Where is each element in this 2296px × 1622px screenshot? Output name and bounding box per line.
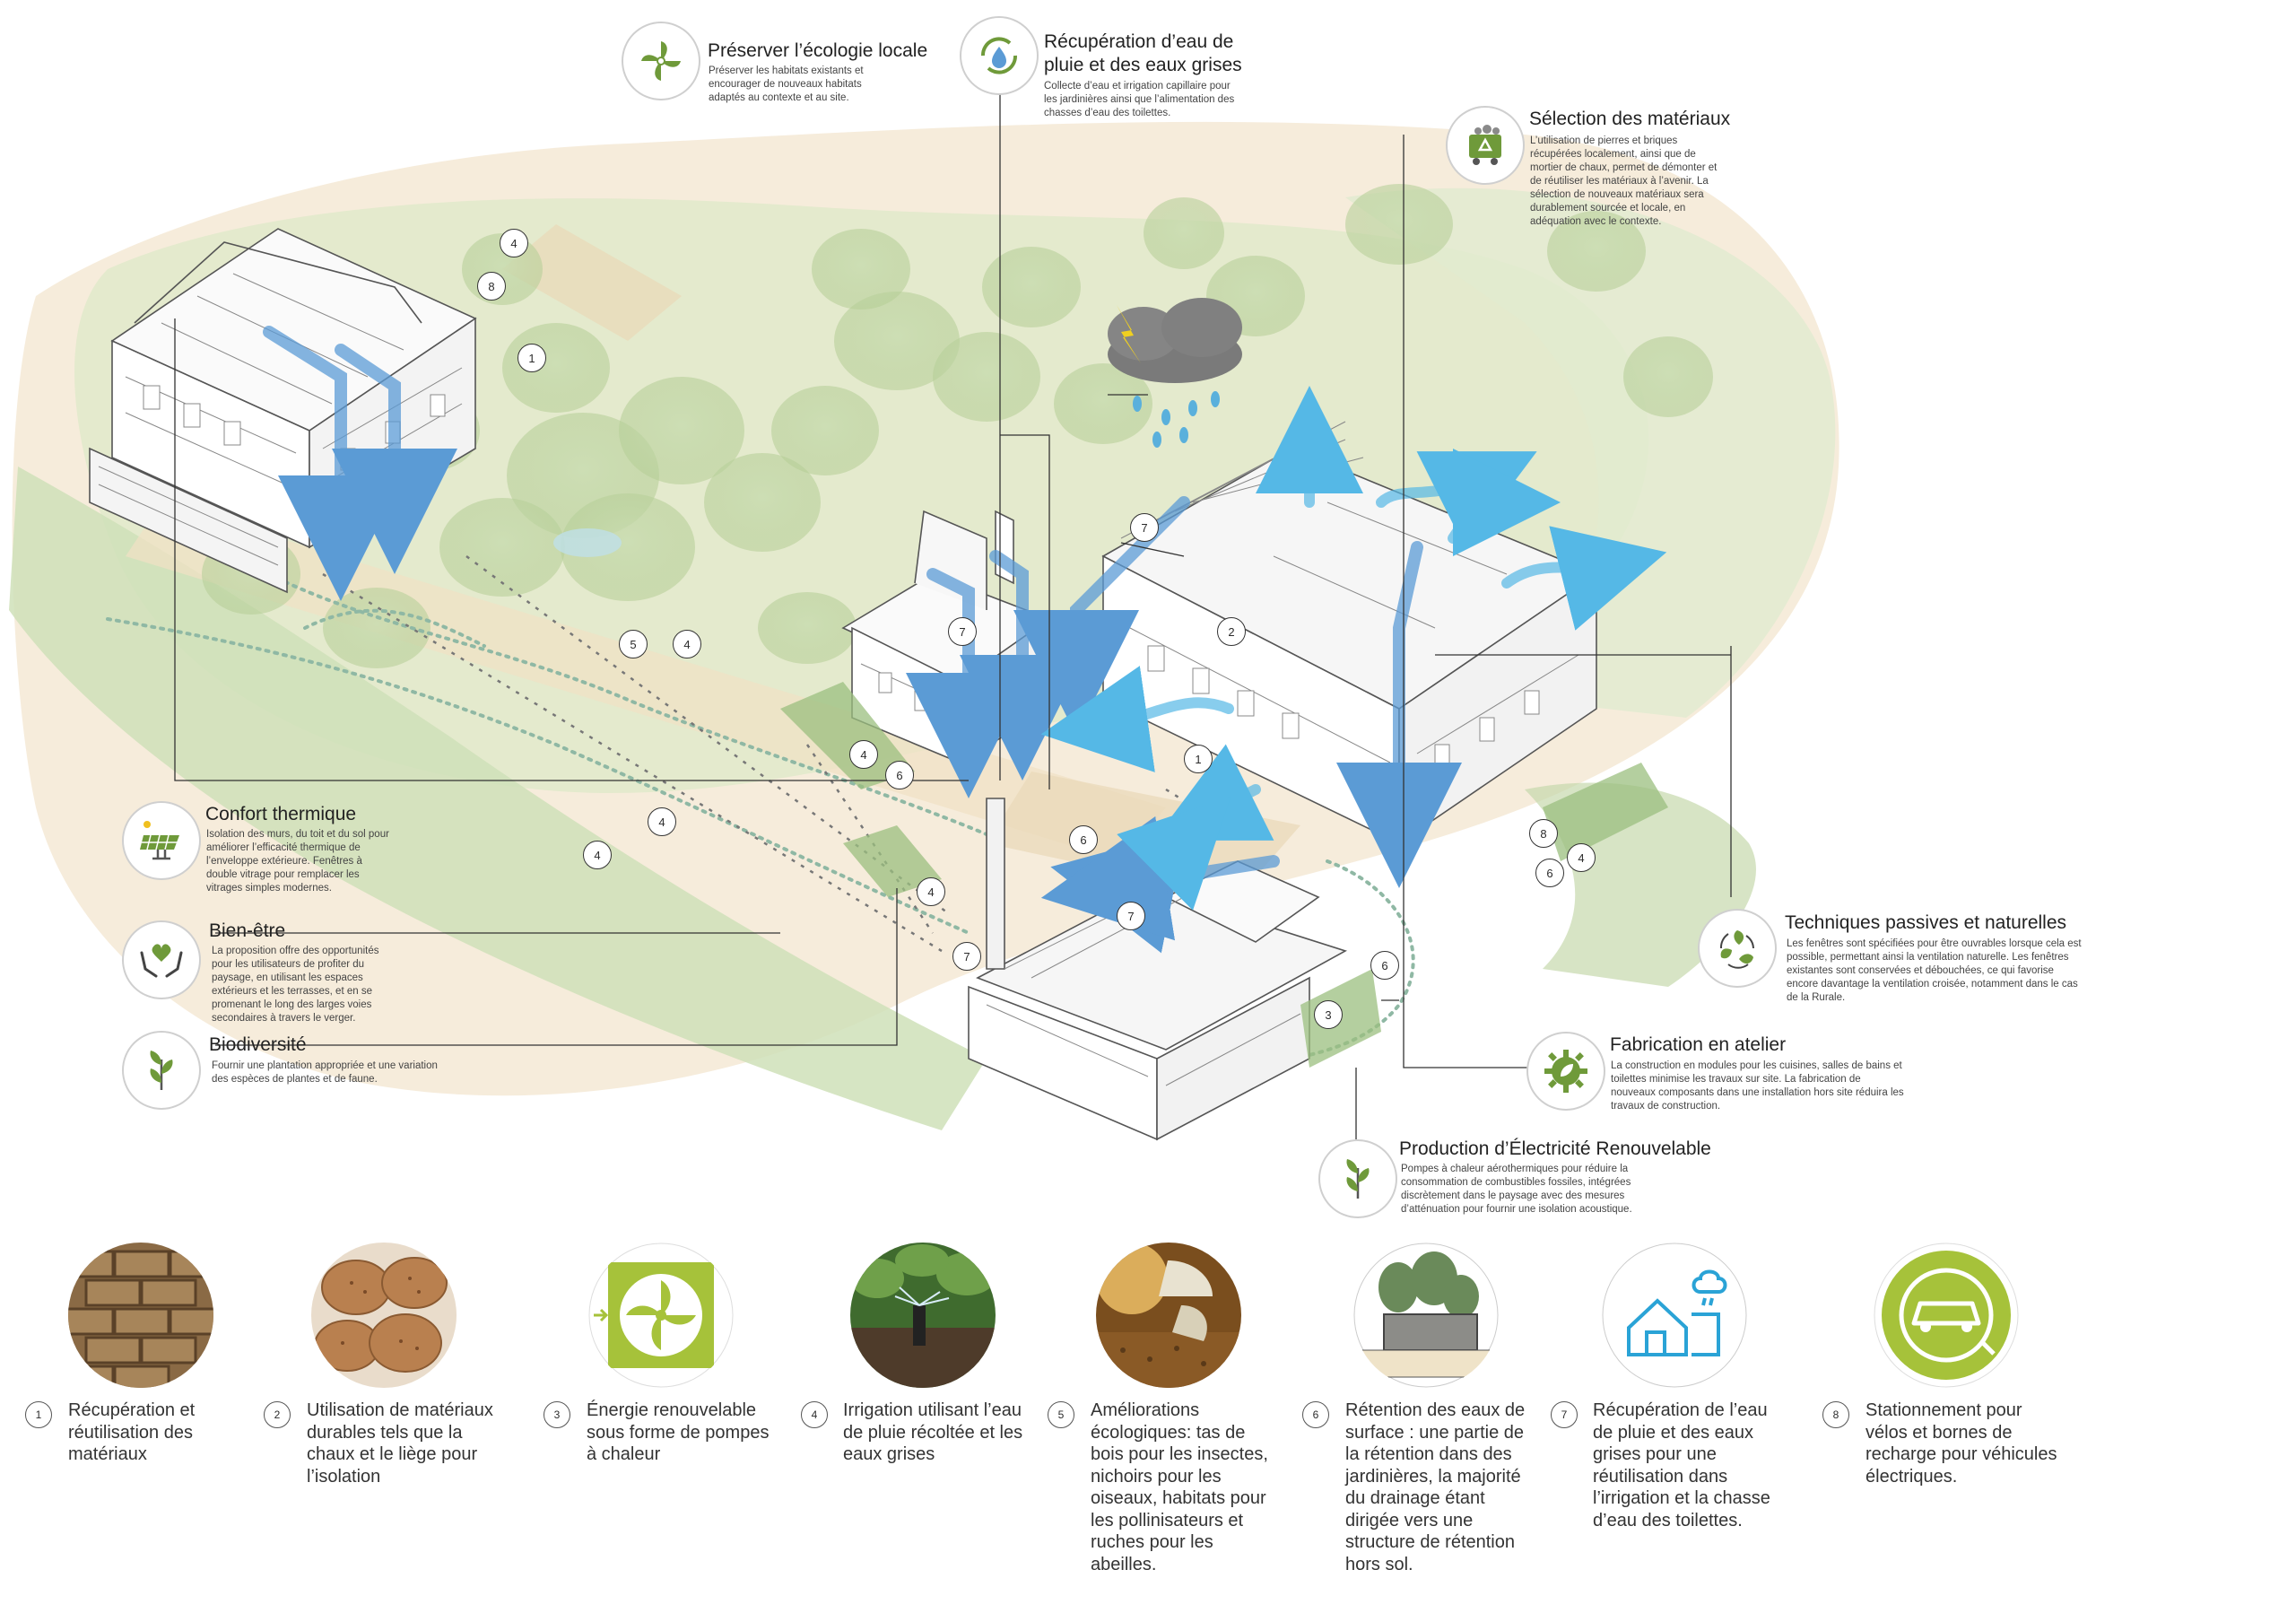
- legend-number: 4: [801, 1401, 828, 1428]
- water-cycle-icon: [960, 16, 1039, 95]
- callout-title: Préserver l’écologie locale: [708, 40, 928, 61]
- ventilation-arrows: [1040, 386, 1667, 911]
- legend-text: Énergie renouvelable sous forme de pompe…: [587, 1400, 770, 1464]
- cork-photo: [311, 1243, 457, 1388]
- callout-body: L’utilisation de pierres et briques récu…: [1530, 135, 1718, 227]
- callout-title: Techniques passives et naturelles: [1785, 912, 2067, 933]
- callout-title: Fabrication en atelier: [1610, 1034, 1787, 1055]
- callout-body: Les fenêtres sont spécifiées pour être o…: [1787, 938, 2082, 1003]
- callout-body: La proposition offre des opportunités po…: [212, 946, 379, 1024]
- map-marker: 8: [1529, 819, 1558, 848]
- legend-text: Récupération et réutilisation des matéri…: [68, 1400, 196, 1464]
- callout-body: Fournir une plantation appropriée et une…: [212, 1060, 438, 1085]
- callout-body: Pompes à chaleur aérothermiques pour réd…: [1401, 1164, 1632, 1215]
- map-marker: 4: [917, 877, 945, 906]
- sprout-icon: [1318, 1139, 1397, 1218]
- map-marker: 6: [1069, 825, 1098, 854]
- callout-body: Collecte d’eau et irrigation capillaire …: [1044, 81, 1235, 118]
- map-marker: 3: [1314, 1000, 1343, 1029]
- trees: [202, 184, 1713, 668]
- map-marker: 6: [1535, 859, 1564, 887]
- map-marker: 8: [477, 272, 506, 301]
- legend-text: Utilisation de matériaux durables tels q…: [307, 1400, 493, 1487]
- legend-number: 7: [1551, 1401, 1578, 1428]
- map-marker: 1: [517, 344, 546, 372]
- legend-number: 8: [1822, 1401, 1849, 1428]
- storm-cloud: [1108, 298, 1242, 448]
- pinwheel-flower-icon: [622, 22, 700, 100]
- brick-stack-photo: [68, 1243, 213, 1388]
- planters: [780, 682, 1668, 1068]
- map-marker: 6: [885, 761, 914, 789]
- map-marker: 1: [1184, 745, 1213, 773]
- map-marker: 4: [500, 229, 528, 257]
- recycling-cart-icon: [1446, 106, 1525, 185]
- callout-title: Biodiversité: [209, 1034, 307, 1055]
- legend-number: 1: [25, 1401, 52, 1428]
- leader-lines: [174, 72, 1732, 1139]
- legend-number: 5: [1048, 1401, 1074, 1428]
- hands-heart-icon: [122, 920, 201, 999]
- drip-irrigation-photo: [850, 1243, 996, 1388]
- map-marker: 4: [849, 740, 878, 769]
- planter-section-drawing: [1353, 1243, 1499, 1388]
- legend-text: Stationnement pour vélos et bornes de re…: [1866, 1400, 2057, 1487]
- heat-pump-fan-icon: [588, 1243, 734, 1388]
- sprout-icon: [122, 1031, 201, 1110]
- legend-text: Irrigation utilisant l’eau de pluie réco…: [843, 1400, 1023, 1464]
- legend-number: 6: [1302, 1401, 1329, 1428]
- map-marker: 4: [673, 630, 701, 658]
- callout-title: Production d’Électricité Renouvelable: [1399, 1138, 1711, 1159]
- map-marker: 7: [1130, 513, 1159, 542]
- map-marker: 7: [1117, 902, 1145, 930]
- callout-title: Bien-être: [209, 920, 286, 941]
- rainwater-house-icon: [1602, 1243, 1747, 1388]
- callout-body: La construction en modules pour les cuis…: [1611, 1060, 1904, 1112]
- map-marker: 4: [648, 807, 676, 836]
- legend-number: 2: [264, 1401, 291, 1428]
- map-marker: 2: [1217, 617, 1246, 646]
- legend-text: Récupération de l’eau de pluie et des ea…: [1593, 1400, 1770, 1530]
- solar-panel-icon: [122, 801, 201, 880]
- map-marker: 7: [952, 942, 981, 971]
- legend-number: 3: [544, 1401, 570, 1428]
- site-illustration: [9, 72, 1839, 1141]
- legend-text: Améliorations écologiques: tas de bois p…: [1091, 1400, 1268, 1574]
- legend-text: Rétention des eaux de surface : une part…: [1345, 1400, 1526, 1574]
- map-marker: 4: [583, 841, 612, 869]
- gear-leaf-icon: [1526, 1032, 1605, 1111]
- callout-title: Sélection des matériaux: [1529, 109, 1731, 129]
- map-marker: 7: [948, 617, 977, 646]
- callout-body: Isolation des murs, du toit et du sol po…: [206, 829, 389, 894]
- map-marker: 4: [1567, 843, 1596, 872]
- callout-body: Préserver les habitats existants et enco…: [709, 65, 864, 103]
- callout-title: Récupération d’eau de pluie et des eaux …: [1044, 31, 1242, 75]
- ev-charging-icon: [1874, 1243, 2019, 1388]
- beekeeper-photo: [1096, 1243, 1241, 1388]
- map-marker: 6: [1370, 951, 1399, 980]
- callout-title: Confort thermique: [205, 804, 357, 824]
- map-marker: 5: [619, 630, 648, 658]
- leaf-cycle-icon: [1698, 909, 1777, 988]
- building-d-lodge: [968, 798, 1348, 1141]
